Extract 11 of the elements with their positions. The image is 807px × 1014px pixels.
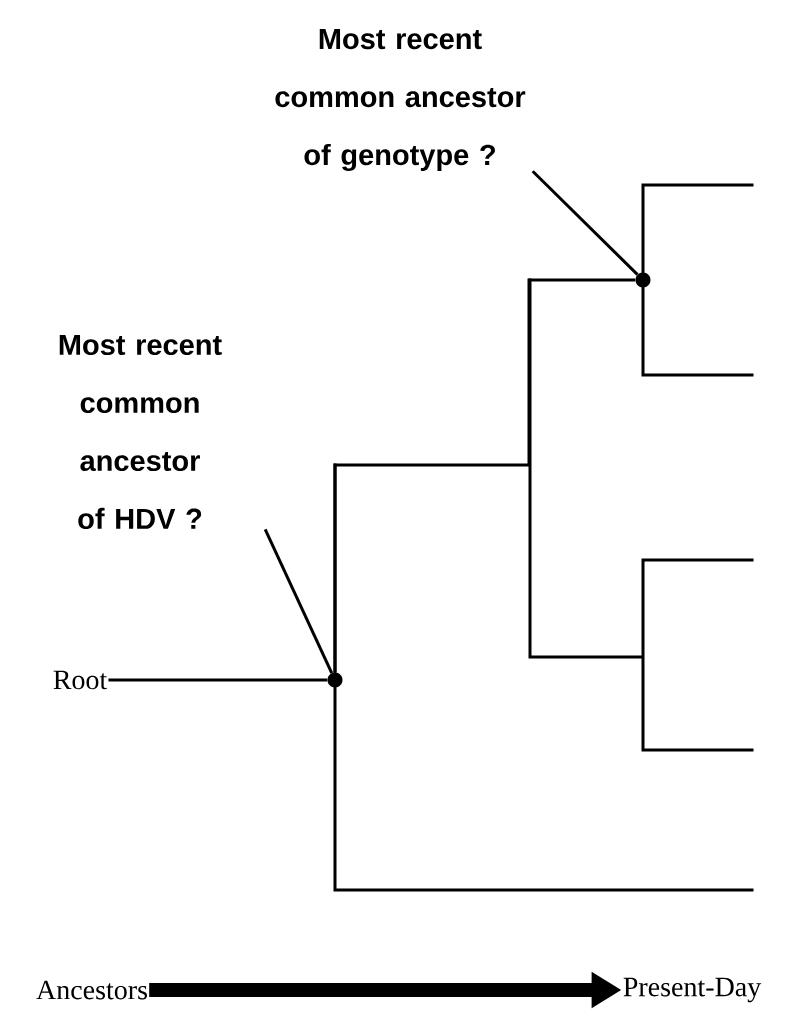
node-dot [327,672,343,688]
annotation-text: Most recent common ancestor of genotype ? [275,28,526,172]
node-dot [635,272,651,288]
root-branch [108,678,328,682]
label-text: Root [53,670,108,690]
label-text: Ancestors [36,980,147,1000]
leader-line [531,170,639,276]
leader-line [263,528,334,674]
tree-branch [333,278,636,673]
label-text: Present-Day [623,977,762,1003]
annotation-text: Most recent common ancestor of HDV ? [59,334,222,530]
